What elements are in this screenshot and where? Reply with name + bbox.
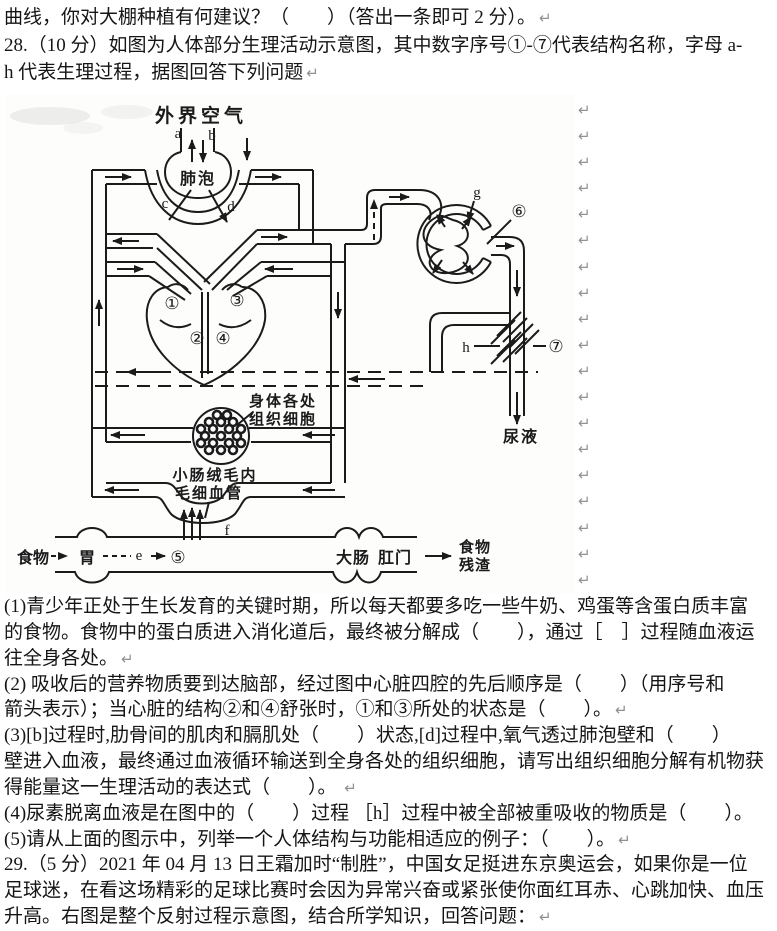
text-line: (3)[b]过程时,肋骨间的肌肉和膈肌处（ ）状态,[d]过程中,氧气透过肺泡壁… — [4, 725, 731, 747]
paragraph-marks-column: ↵ ↵ ↵ ↵ ↵ ↵ ↵ ↵ ↵ ↵ ↵ ↵ ↵ ↵ ↵ ↵ ↵ ↵ ↵ — [578, 97, 602, 593]
paragraph-mark-icon: ↵ — [578, 388, 591, 407]
text-line: 足球迷，在看这场精彩的足球比赛时会因为异常兴奋或紧张使你面红耳赤、心跳加快、血压… — [4, 880, 765, 902]
label-a: a — [175, 126, 182, 142]
paragraph-mark-icon: ↵ — [306, 64, 319, 83]
label-anus: 肛门 — [378, 548, 412, 567]
paragraph-mark-icon: ↵ — [578, 544, 591, 563]
question-text-bottom: (1)青少年正处于生长发育的关键时期，所以每天都要多吃一些牛奶、鸡蛋等含蛋白质丰… — [4, 594, 776, 930]
text-line: (4)尿素脱离血液是在图中的（ ）过程 ［h］过程中被全部被重吸收的物质是（ ）… — [4, 802, 753, 824]
text-line: 壁进入血液，最终通过血液循环输送到全身各处的组织细胞，请写出组织细胞分解有机物获… — [4, 751, 765, 773]
paragraph-mark-icon: ↵ — [578, 101, 591, 119]
label-h: h — [462, 340, 470, 356]
label-food: 食物 — [16, 548, 49, 567]
text-line: 29.（5 分）2021 年 04 月 13 日王霜加时“制胜”，中国女足挺进东… — [4, 854, 748, 876]
paragraph-mark-icon: ↵ — [121, 649, 134, 668]
label-structure-7: ⑦ — [548, 337, 563, 356]
text-line: 28.（10 分）如图为人体部分生理活动示意图，其中数字序号①-⑦代表结构名称，… — [4, 34, 743, 56]
label-structure-6: ⑥ — [511, 202, 526, 221]
label-chamber-2: ② — [189, 329, 204, 348]
paragraph-mark-icon: ↵ — [578, 309, 591, 328]
label-chamber-4: ④ — [215, 329, 230, 348]
label-stomach: 胃 — [79, 549, 95, 567]
label-outside-air: 外界空气 — [155, 104, 247, 127]
paragraph-mark-icon: ↵ — [578, 414, 591, 433]
label-residue-1: 食物 — [459, 538, 491, 556]
paragraph-mark-icon: ↵ — [578, 205, 591, 224]
paragraph-mark-icon: ↵ — [615, 701, 628, 720]
label-tissue-1: 身体各处 — [249, 392, 317, 410]
label-structure-5: ⑤ — [170, 548, 185, 567]
label-b: b — [208, 128, 216, 144]
paragraph-mark-icon: ↵ — [578, 361, 591, 380]
text-line: 得能量这一生理活动的表达式（ ）。 ↵ — [4, 776, 357, 798]
paragraph-mark-icon: ↵ — [578, 127, 591, 146]
text-line: (2) 吸收后的营养物质要到达脑部，经过图中心脏四腔的先后顺序是（ ）（用序号和… — [4, 673, 725, 695]
paragraph-mark-icon: ↵ — [578, 492, 591, 511]
scan-smudges — [10, 105, 153, 134]
paragraph-mark-icon: ↵ — [578, 466, 591, 485]
text-line: (5)请从上面的图示中，列举一个人体结构与功能相适应的例子：（ ）。↵ — [4, 828, 631, 850]
question-text-top: 曲线，你对大棚种植有何建议？（ ）（答出一条即可 2 分）。↵ 28.（10 分… — [4, 4, 776, 87]
paragraph-mark-icon: ↵ — [578, 440, 591, 459]
label-chamber-3: ③ — [229, 291, 244, 310]
tissue-cells-dots — [195, 409, 247, 456]
label-c: c — [162, 196, 169, 212]
label-tissue-2: 组织细胞 — [249, 410, 317, 428]
paragraph-mark-icon: ↵ — [578, 283, 591, 302]
label-colon: 大肠 — [336, 548, 370, 567]
vessel-lines — [51, 128, 546, 584]
text-line: (1)青少年正处于生长发育的关键时期，所以每天都要多吃一些牛奶、鸡蛋等含蛋白质丰… — [4, 596, 749, 617]
label-urine: 尿液 — [503, 427, 539, 446]
label-d: d — [227, 199, 235, 215]
paragraph-mark-icon: ↵ — [539, 908, 552, 927]
label-f: f — [225, 523, 230, 539]
text-line: h 代表生理过程，据图回答下列问题↵ — [4, 62, 319, 84]
label-chamber-1: ① — [164, 294, 179, 313]
text-line: 升高。右图是整个反射过程示意图，结合所学知识，回答问题：↵ — [4, 906, 552, 928]
paragraph-mark-icon: ↵ — [578, 570, 591, 589]
paragraph-mark-icon: ↵ — [578, 257, 591, 276]
text-line: 箭头表示）；当心脏的结构②和④舒张时，①和③所处的状态是（ ）。↵ — [4, 699, 628, 721]
physiology-diagram-image: 外界空气 a b 肺泡 c d ① ③ ② ④ g ⑥ h ⑦ 尿液 身体各处 … — [5, 94, 575, 594]
paragraph-mark-icon: ↵ — [578, 335, 591, 354]
paragraph-mark-icon: ↵ — [618, 830, 631, 849]
paragraph-mark-icon: ↵ — [344, 778, 357, 797]
label-residue-2: 残渣 — [459, 556, 491, 574]
text-line: 往全身各处。↵ — [4, 647, 134, 669]
label-alveolus: 肺泡 — [180, 169, 216, 188]
paragraph-mark-icon: ↵ — [578, 518, 591, 537]
paragraph-mark-icon: ↵ — [539, 9, 552, 27]
physiology-diagram: 外界空气 a b 肺泡 c d ① ③ ② ④ g ⑥ h ⑦ 尿液 身体各处 … — [10, 104, 564, 584]
paragraph-mark-icon: ↵ — [578, 153, 591, 172]
text-line: 曲线，你对大棚种植有何建议？（ ）（答出一条即可 2 分）。↵ — [4, 7, 552, 28]
paragraph-mark-icon: ↵ — [578, 179, 591, 198]
paragraph-mark-icon: ↵ — [578, 231, 591, 250]
text-line: 的食物。食物中的蛋白质进入消化道后，最终被分解成（ ），通过［ ］过程随血液运↵ — [4, 621, 755, 643]
label-g: g — [473, 185, 481, 201]
label-villi-2: 毛细血管 — [175, 484, 243, 502]
label-villi-1: 小肠绒毛内 — [172, 466, 257, 484]
label-e: e — [136, 548, 143, 564]
